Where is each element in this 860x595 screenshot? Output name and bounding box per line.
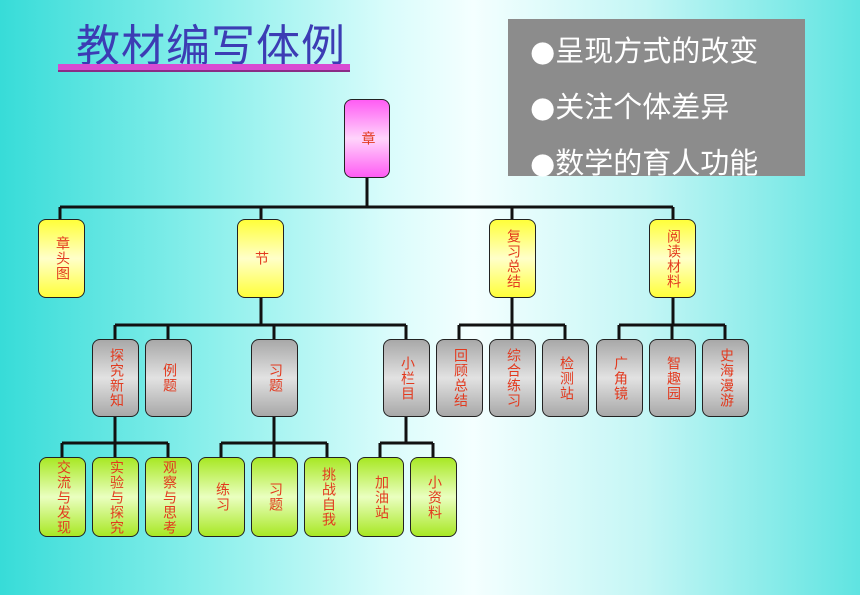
node-challenge-self: 挑战自我: [304, 457, 351, 537]
node-comprehensive-practice: 综合练习: [489, 339, 536, 417]
node-exchange-discovery: 交流与发现: [39, 457, 86, 537]
node-fun-garden: 智趣园: [649, 339, 696, 417]
node-practice: 练习: [198, 457, 245, 537]
feature-panel: ●呈现方式的改变 ●关注个体差异 ●数学的育人功能: [508, 19, 805, 180]
feature-item-presentation: ●呈现方式的改变: [530, 34, 759, 68]
node-exercise: 习题: [251, 457, 298, 537]
node-chapter: 章: [344, 99, 390, 178]
feature-item-individual: ●关注个体差异: [530, 90, 730, 124]
node-sidebar-column: 小栏目: [383, 339, 430, 417]
node-history-roam: 史海漫游: [702, 339, 749, 417]
node-refuel-station: 加油站: [357, 457, 404, 537]
node-recap: 回顾总结: [436, 339, 483, 417]
node-wide-angle: 广角镜: [596, 339, 643, 417]
node-observe-think: 观察与思考: [145, 457, 192, 537]
title-underline: [58, 64, 350, 72]
node-reading-material: 阅读材料: [649, 219, 696, 298]
node-example: 例题: [145, 339, 192, 417]
node-small-data: 小资料: [410, 457, 457, 537]
node-exercises: 习题: [251, 339, 298, 417]
node-review-summary: 复习总结: [489, 219, 536, 298]
page-title: 教材编写体例: [76, 21, 346, 72]
node-explore-new: 探究新知: [92, 339, 139, 417]
node-section: 节: [237, 219, 284, 298]
feature-item-education: ●数学的育人功能: [530, 146, 759, 180]
node-test-station: 检测站: [542, 339, 589, 417]
node-chapter-image: 章头图: [38, 219, 85, 298]
node-experiment-inquiry: 实验与探究: [92, 457, 139, 537]
